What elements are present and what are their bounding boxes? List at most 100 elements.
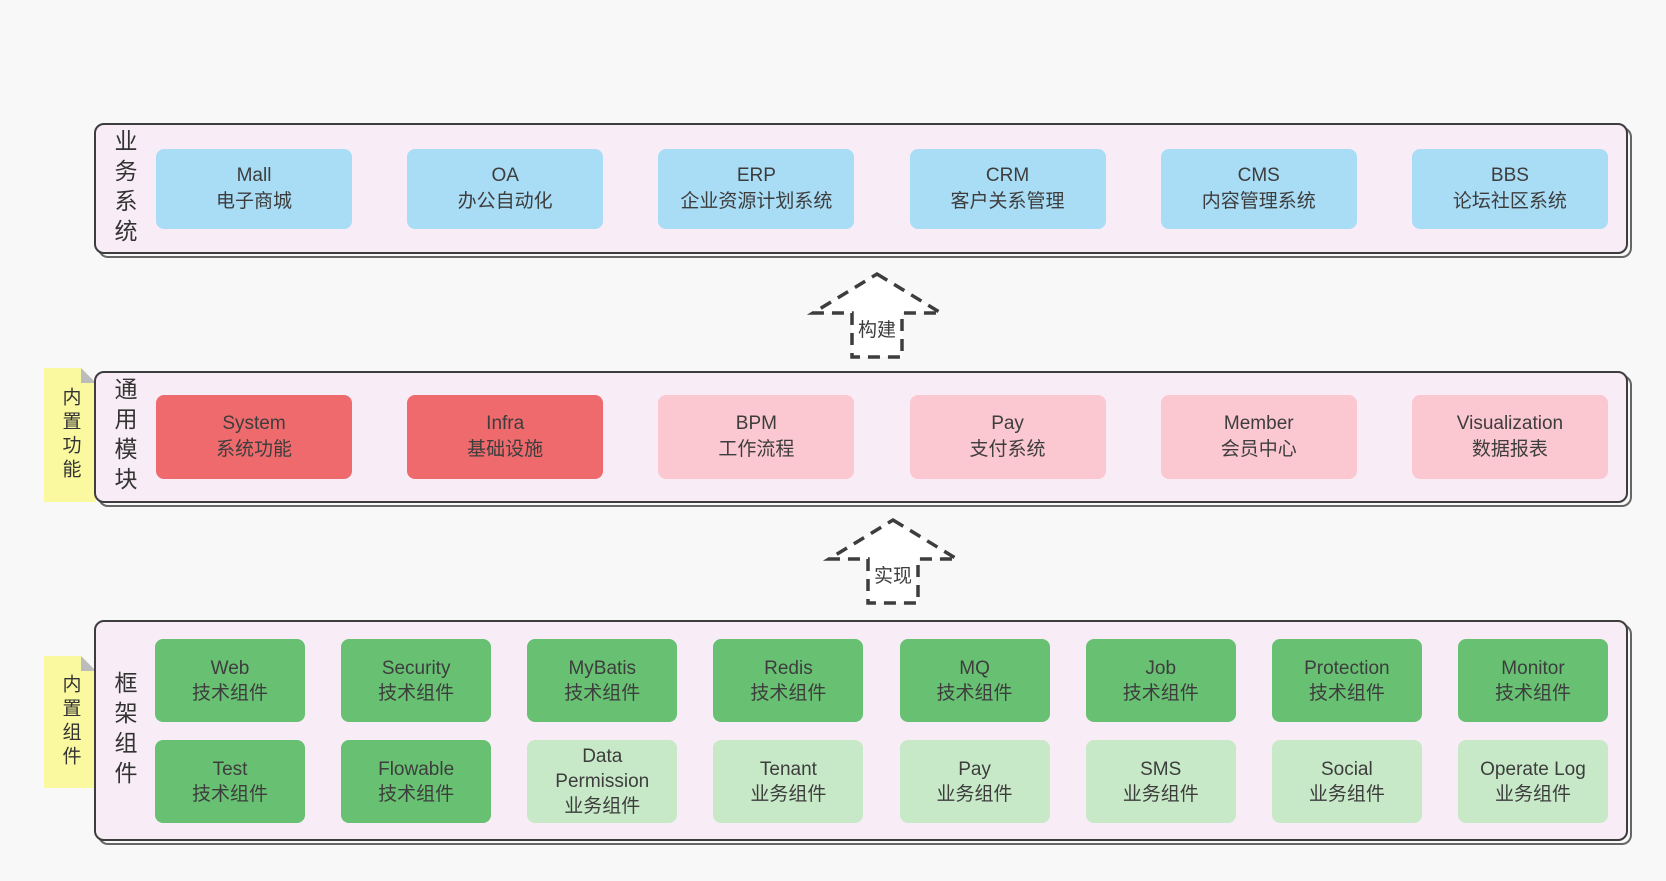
box-name: Job [1145, 657, 1177, 679]
box-name: Member [1223, 413, 1294, 434]
box-member: Member 会员中心 [1160, 395, 1357, 479]
box-name: ERP [736, 164, 776, 186]
arrow-implement: 实现 [823, 516, 963, 606]
box-oa: OA 办公自动化 [407, 148, 604, 229]
box-name: Pay [991, 413, 1024, 434]
box-data-permission: Data Permission 业务组件 [527, 740, 678, 823]
box-desc: 业务组件 [750, 783, 827, 805]
box-desc: 技术组件 [750, 682, 827, 704]
box-desc: 内容管理系统 [1201, 190, 1316, 212]
box-name: MyBatis [568, 657, 637, 679]
box-redis: Redis 技术组件 [713, 639, 864, 722]
box-name: System [222, 413, 286, 434]
box-security: Security 技术组件 [341, 639, 492, 722]
box-desc: 技术组件 [1494, 682, 1571, 704]
box-name: Data Permission [555, 746, 650, 792]
box-desc: 支付系统 [969, 439, 1046, 460]
box-desc: 基础设施 [467, 439, 544, 460]
box-name: MQ [959, 657, 990, 679]
box-erp: ERP 企业资源计划系统 [658, 148, 855, 229]
box-operate-log: Operate Log 业务组件 [1457, 740, 1608, 823]
box-desc: 业务组件 [1494, 783, 1571, 805]
box-desc: 论坛社区系统 [1452, 190, 1567, 212]
biz-components-row: Test 技术组件 Flowable 技术组件 Data Permission 业务组… [155, 740, 1608, 823]
box-desc: 技术组件 [191, 783, 268, 805]
panel-label: 框架组件 [111, 670, 137, 791]
box-infra: Infra 基础设施 [407, 395, 604, 479]
box-desc: 业务组件 [1308, 783, 1385, 805]
arrow-label: 实现 [870, 561, 916, 588]
sticky-note-label: 内置功能 [59, 387, 81, 483]
box-bpm: BPM 工作流程 [658, 395, 855, 479]
box-desc: 技术组件 [378, 682, 455, 704]
box-name: Monitor [1501, 657, 1565, 679]
box-mall: Mall 电子商城 [156, 148, 352, 229]
box-name: Web [210, 657, 250, 679]
box-name: Tenant [759, 758, 817, 780]
box-test: Test 技术组件 [155, 740, 305, 823]
module-boxes-row: System 系统功能 Infra 基础设施 BPM 工作流程 Pay 支付系统 Mem… [156, 373, 1608, 501]
box-desc: 业务组件 [1122, 783, 1199, 805]
box-desc: 技术组件 [936, 682, 1013, 704]
box-name: SMS [1140, 758, 1182, 780]
box-name: Social [1320, 758, 1373, 780]
panel-common-modules: 通用模块 System 系统功能 Infra 基础设施 BPM 工作流程 Pay 支付系… [94, 371, 1628, 503]
panel-framework-components: 框架组件 Web 技术组件 Security 技术组件 MyBatis 技术组件 Re… [94, 620, 1628, 841]
box-desc: 技术组件 [378, 783, 455, 805]
box-web: Web 技术组件 [155, 639, 305, 722]
box-desc: 技术组件 [564, 682, 641, 704]
component-rows: Web 技术组件 Security 技术组件 MyBatis 技术组件 Redis 技术… [155, 639, 1608, 823]
box-name: Operate Log [1480, 758, 1586, 780]
box-desc: 客户关系管理 [950, 190, 1065, 212]
box-name: Protection [1304, 657, 1390, 679]
box-visualization: Visualization 数据报表 [1411, 395, 1608, 479]
box-name: BBS [1490, 164, 1529, 186]
sticky-note-label: 内置组件 [59, 674, 81, 770]
box-sms: SMS 业务组件 [1085, 740, 1236, 823]
box-desc: 业务组件 [564, 796, 641, 817]
box-name: Test [212, 758, 248, 780]
box-desc: 业务组件 [936, 783, 1013, 805]
panel-label: 通用模块 [111, 377, 137, 497]
box-cms: CMS 内容管理系统 [1160, 148, 1357, 229]
box-desc: 办公自动化 [457, 190, 553, 212]
sticky-note-built-in-features: 内置功能 [44, 368, 96, 502]
sticky-note-built-in-components: 内置组件 [44, 656, 96, 788]
box-desc: 数据报表 [1471, 439, 1548, 460]
box-mq: MQ 技术组件 [899, 639, 1050, 722]
panel-label: 业务系统 [111, 128, 137, 249]
box-flowable: Flowable 技术组件 [341, 740, 492, 823]
box-job: Job 技术组件 [1085, 639, 1236, 722]
box-bbs: BBS 论坛社区系统 [1411, 148, 1608, 229]
box-social: Social 业务组件 [1271, 740, 1422, 823]
box-name: Flowable [378, 758, 455, 780]
box-mybatis: MyBatis 技术组件 [527, 639, 678, 722]
arrow-label: 构建 [854, 315, 900, 342]
box-name: OA [491, 164, 519, 186]
box-desc: 会员中心 [1220, 439, 1297, 460]
box-name: CMS [1237, 164, 1280, 186]
box-name: Infra [486, 413, 525, 434]
box-desc: 企业资源计划系统 [680, 190, 833, 212]
box-tenant: Tenant 业务组件 [713, 740, 864, 823]
box-name: Visualization [1456, 413, 1564, 434]
box-desc: 技术组件 [1122, 682, 1199, 704]
box-monitor: Monitor 技术组件 [1457, 639, 1608, 722]
box-pay-component: Pay 业务组件 [899, 740, 1050, 823]
box-pay: Pay 支付系统 [909, 395, 1106, 479]
box-system: System 系统功能 [156, 395, 352, 479]
box-name: BPM [735, 413, 777, 434]
box-desc: 系统功能 [215, 439, 292, 460]
box-name: Redis [764, 657, 813, 679]
box-name: Mall [236, 164, 272, 186]
box-desc: 电子商城 [215, 190, 292, 212]
box-desc: 技术组件 [191, 682, 268, 704]
box-name: Security [381, 657, 451, 679]
box-desc: 工作流程 [718, 439, 795, 460]
tech-components-row: Web 技术组件 Security 技术组件 MyBatis 技术组件 Redis 技术… [155, 639, 1608, 722]
box-name: Pay [958, 758, 991, 780]
